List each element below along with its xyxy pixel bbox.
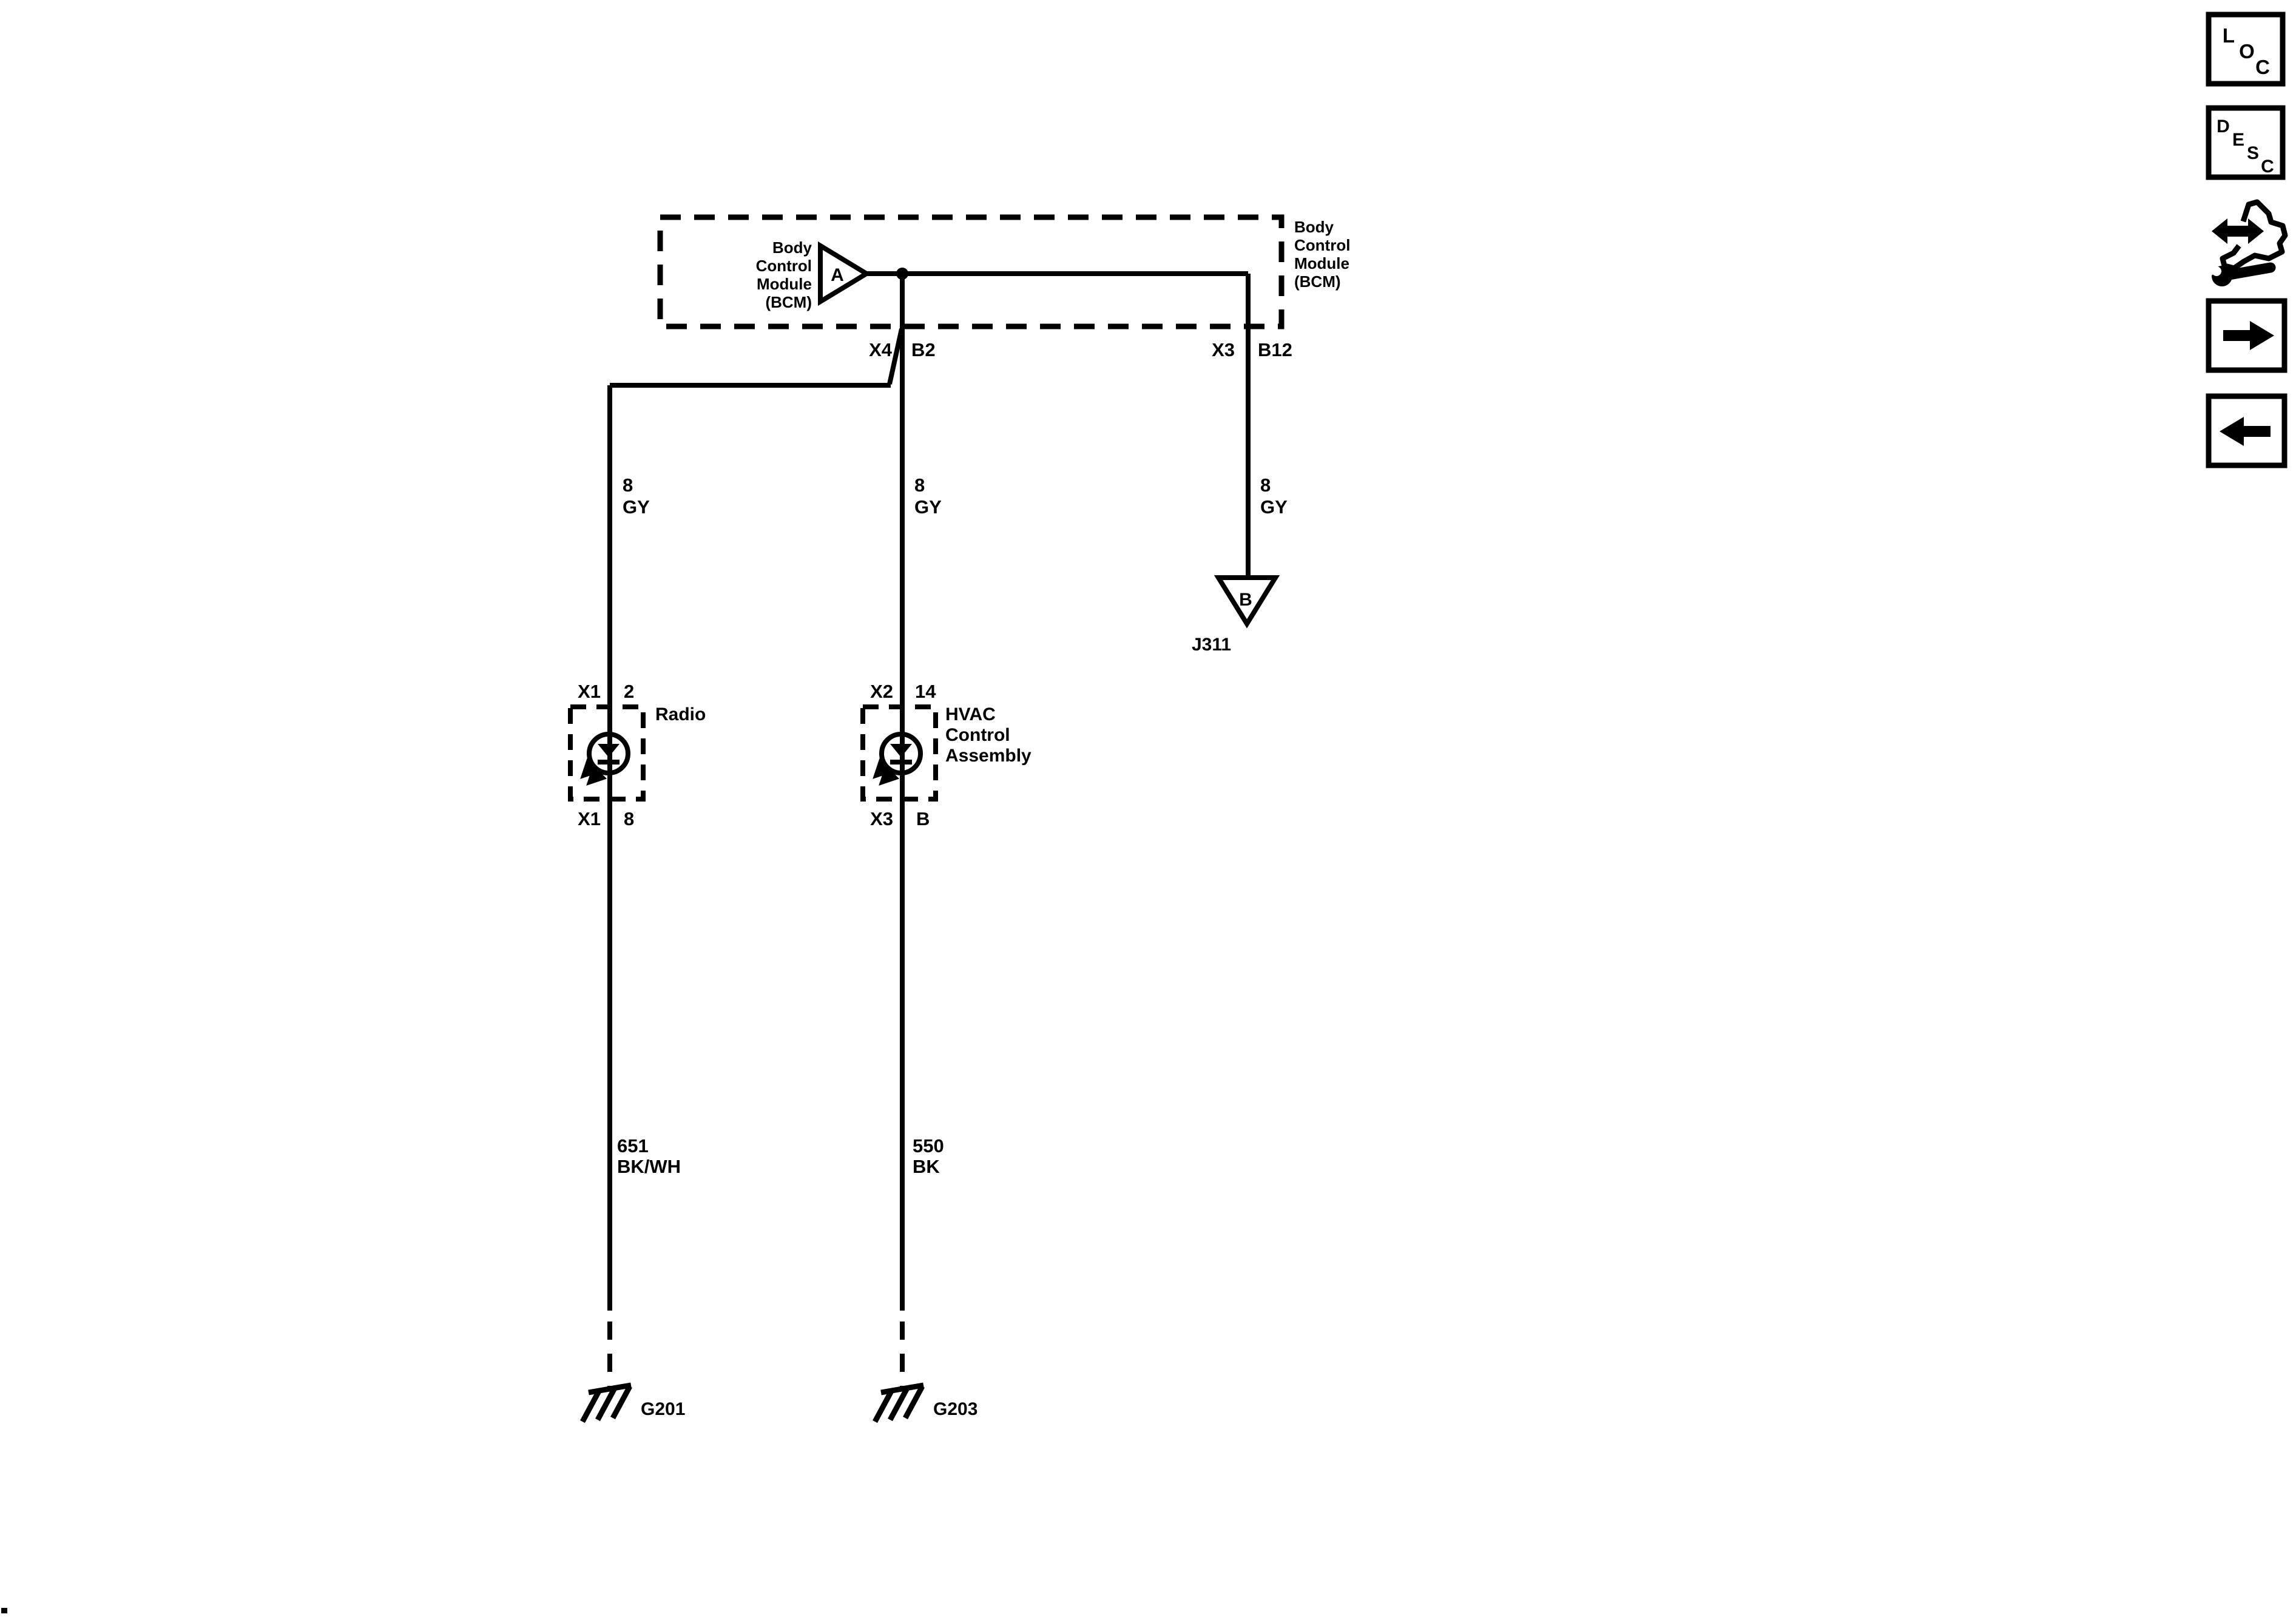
- desc-button[interactable]: D E S C: [2206, 105, 2286, 180]
- hvac-ground-color: BK: [913, 1156, 940, 1177]
- radio-pin-bottom: 8: [624, 808, 634, 829]
- loc-letter-o: O: [2239, 40, 2255, 62]
- bcm-label-left-line1: Body: [772, 238, 812, 257]
- bcm-label-right-line3: Module: [1294, 254, 1349, 272]
- radio-led-diode-triangle: [598, 744, 620, 757]
- ground-symbol-g203: [873, 1382, 925, 1423]
- radio-feed-wire-label: 8 GY: [623, 474, 650, 518]
- bcm-label-left: Body Control Module (BCM): [756, 238, 812, 311]
- hvac-led-diode-triangle: [890, 744, 912, 757]
- bcm-label-left-line3: Module: [757, 275, 812, 293]
- double-arrow-glyph: [2212, 218, 2264, 244]
- hvac-dashed-box: [860, 704, 938, 802]
- bcm-pin-x4-label: X4: [869, 339, 893, 360]
- radio-dashed-box: [568, 704, 646, 802]
- hvac-pin-top: 14: [915, 681, 936, 702]
- desc-letter-c: C: [2261, 157, 2274, 177]
- hvac-led-emission-arrows: [873, 758, 900, 786]
- bcm-connector-a-triangle: [818, 241, 871, 306]
- left-arrow-icon: [2220, 417, 2271, 446]
- splice-j311-label: J311: [1192, 635, 1231, 655]
- bcm-label-right: Body Control Module (BCM): [1294, 218, 1350, 291]
- loc-button[interactable]: L O C: [2206, 12, 2286, 87]
- hvac-feed-color: GY: [914, 496, 942, 518]
- radio-pin-top-connector: X1: [578, 681, 601, 702]
- bcm-label-left-line2: Control: [756, 257, 812, 275]
- loc-letter-l: L: [2223, 24, 2235, 47]
- bcm-label-right-line2: Control: [1294, 236, 1350, 254]
- bcm-pin-b2-label: B2: [911, 339, 936, 360]
- splice-feed-color: GY: [1260, 496, 1288, 518]
- bcm-label-right-line4: (BCM): [1294, 272, 1341, 291]
- hvac-feed-gauge: 8: [914, 474, 925, 496]
- ground-g201-label: G201: [641, 1399, 685, 1419]
- ground-g203-label: G203: [933, 1399, 977, 1419]
- radio-led-emission-arrows: [580, 758, 607, 786]
- radio-feed-color: GY: [623, 496, 650, 518]
- radio-ground-wire-label: 651 BK/WH: [617, 1135, 681, 1177]
- bcm-label-left-line4: (BCM): [765, 293, 812, 311]
- bcm-connector-a-letter: A: [831, 265, 844, 285]
- splice-feed-gauge: 8: [1260, 474, 1271, 496]
- hvac-name-line3: Assembly: [945, 746, 1032, 766]
- hvac-name-line1: HVAC: [945, 704, 996, 724]
- hvac-ground-circuit: 550: [913, 1135, 944, 1156]
- back-page-button[interactable]: [2206, 393, 2288, 468]
- page-corner-mark: [1, 1608, 7, 1613]
- hvac-pin-top-connector: X2: [870, 681, 893, 702]
- radio-feed-gauge: 8: [623, 474, 633, 496]
- hvac-pin-bottom: B: [916, 808, 930, 829]
- connector-outline-glyph: [2220, 199, 2288, 271]
- hvac-pin-bottom-connector: X3: [870, 808, 893, 829]
- splice-feed-wire-label: 8 GY: [1260, 474, 1288, 518]
- loc-letter-c: C: [2255, 56, 2270, 78]
- bcm-dashed-box: [657, 214, 1285, 329]
- bcm-pin-b12-label: B12: [1258, 339, 1292, 360]
- radio-name-label: Radio: [655, 704, 706, 724]
- radio-ground-color: BK/WH: [617, 1156, 681, 1177]
- radio-pin-bottom-connector: X1: [578, 808, 601, 829]
- radio-pin-top: 2: [624, 681, 634, 702]
- diagnostic-wrench-icon[interactable]: [2203, 199, 2288, 286]
- wrench-glyph: [2203, 262, 2276, 286]
- next-page-button[interactable]: [2206, 298, 2288, 373]
- splice-connector-b-triangle: [1214, 575, 1280, 629]
- hvac-name-label: HVAC Control Assembly: [945, 704, 1032, 766]
- desc-letter-d: D: [2217, 116, 2230, 137]
- ground-symbol-g201: [580, 1382, 632, 1423]
- hvac-feed-wire-label: 8 GY: [914, 474, 942, 518]
- desc-letter-s: S: [2247, 143, 2259, 163]
- branch-diagonal-wire: [887, 328, 904, 385]
- bcm-label-right-line1: Body: [1294, 218, 1334, 236]
- hvac-name-line2: Control: [945, 725, 1010, 745]
- splice-connector-b-letter: B: [1239, 590, 1252, 610]
- desc-letter-e: E: [2232, 130, 2244, 150]
- right-arrow-icon: [2223, 321, 2274, 350]
- radio-ground-circuit: 651: [617, 1135, 649, 1156]
- bcm-pin-x3-label: X3: [1212, 339, 1235, 360]
- hvac-ground-wire-label: 550 BK: [913, 1135, 944, 1177]
